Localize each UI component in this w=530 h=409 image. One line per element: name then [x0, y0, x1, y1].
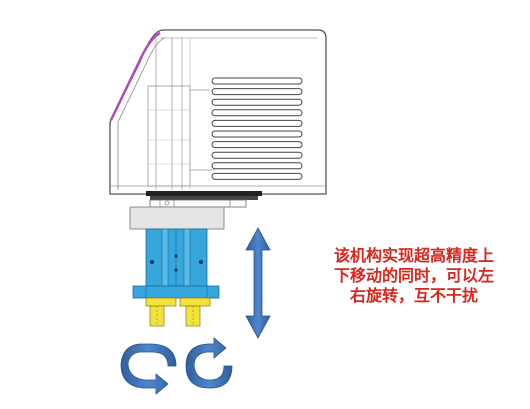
gripper-jaws: [145, 297, 211, 327]
accent-stripe: [109, 31, 161, 121]
rotate-counterclockwise-icon: [120, 343, 177, 395]
vent-slot: [211, 109, 303, 117]
blue-carriage: [132, 228, 220, 299]
vent-slot: [211, 151, 303, 159]
double-headed-vertical-arrow-icon: [245, 227, 271, 339]
caption-text: 该机构实现超高精度上 下移动的同时，可以左 右旋转，互不干扰: [300, 246, 528, 306]
caption-line: 该机构实现超高精度上: [333, 246, 494, 265]
vent-slot: [211, 98, 303, 106]
mounting-block: [129, 206, 225, 230]
base-rail: [146, 191, 262, 208]
vent-slot: [211, 162, 303, 170]
caption-line: 右旋转，互不干扰: [349, 286, 478, 305]
vent-slot: [211, 141, 303, 149]
caption-line: 下移动的同时，可以左: [333, 266, 494, 285]
rotate-clockwise-icon: [185, 337, 233, 389]
vent-slot: [211, 77, 303, 85]
vent-slot: [211, 88, 303, 96]
vent-slots: [211, 77, 303, 180]
vent-slot: [211, 119, 303, 127]
vent-slot: [211, 172, 303, 180]
vent-slot: [211, 130, 303, 138]
